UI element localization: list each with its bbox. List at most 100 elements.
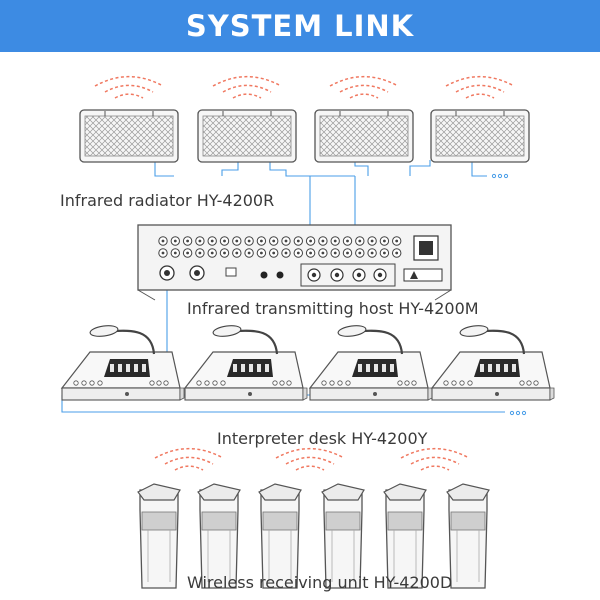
radiator-grille xyxy=(202,115,292,157)
desk-button xyxy=(212,380,218,386)
desk-button xyxy=(89,380,95,386)
infrared-radiator xyxy=(430,76,530,163)
desk-button xyxy=(286,380,292,386)
jack-icon xyxy=(260,271,268,279)
port-pin xyxy=(186,251,190,255)
receiver-body xyxy=(448,489,488,589)
signal-wave-icon xyxy=(275,448,345,471)
desk-front xyxy=(61,387,181,401)
receiver-clip xyxy=(197,483,241,501)
desk-front xyxy=(431,387,551,401)
host-edge xyxy=(137,289,156,301)
desk-led xyxy=(495,392,499,396)
bnc-output-pin xyxy=(377,272,383,278)
lcd-segment xyxy=(390,364,394,372)
port-pin xyxy=(370,251,374,255)
knob-center xyxy=(164,270,170,276)
desk-button xyxy=(272,380,278,386)
microphone-gooseneck xyxy=(361,329,404,355)
lcd-segment xyxy=(358,364,362,372)
microphone-gooseneck xyxy=(236,329,279,355)
port-pin xyxy=(296,239,300,243)
radiator-group xyxy=(79,76,530,163)
port-pin xyxy=(309,239,312,243)
knob-center xyxy=(194,270,200,276)
desk-button xyxy=(97,380,103,386)
receiver-clip xyxy=(321,483,365,501)
desk-button xyxy=(533,380,539,386)
lcd-segment xyxy=(480,364,484,372)
radiator-grille xyxy=(435,115,525,157)
cable-end-dot xyxy=(515,410,521,416)
lcd-segment xyxy=(265,364,269,372)
connection-line xyxy=(154,160,174,177)
lcd-segment xyxy=(233,364,237,372)
port-pin xyxy=(235,251,239,255)
port-pin xyxy=(358,251,362,255)
lcd-segment xyxy=(374,364,378,372)
desk-front xyxy=(309,387,429,401)
desk-button xyxy=(526,380,532,386)
lcd-segment xyxy=(118,364,122,372)
receiver-band xyxy=(262,511,298,531)
page-title: SYSTEM LINK xyxy=(185,9,415,43)
port-pin xyxy=(173,239,177,243)
microphone-gooseneck xyxy=(113,329,156,355)
desk-button xyxy=(404,380,410,386)
desk-led xyxy=(125,392,129,396)
signal-wave-icon xyxy=(154,448,224,471)
jack-icon xyxy=(276,271,284,279)
lcd-segment xyxy=(504,364,508,372)
desk-button xyxy=(163,380,169,386)
desk-button xyxy=(204,380,210,386)
port-pin xyxy=(161,251,165,255)
radiator-grille xyxy=(319,115,409,157)
desk-button xyxy=(279,380,285,386)
lcd-segment xyxy=(126,364,130,372)
wireless-receiver xyxy=(258,448,345,589)
signal-wave-icon xyxy=(400,448,470,471)
infrared-radiator xyxy=(314,76,414,163)
desk-button xyxy=(321,380,327,386)
receiver-clip xyxy=(137,483,181,501)
port-pin xyxy=(223,251,226,255)
desk-button xyxy=(156,380,162,386)
receiver-band xyxy=(450,511,486,531)
bnc-output-pin xyxy=(356,272,362,278)
desk-button xyxy=(397,380,403,386)
connection-line xyxy=(471,160,487,177)
microphone-head-icon xyxy=(459,325,489,337)
host-edge xyxy=(434,289,452,301)
wireless-receiver xyxy=(197,483,241,589)
wireless-receiver xyxy=(446,483,490,589)
port-pin xyxy=(210,239,214,243)
microphone-head-icon xyxy=(337,325,367,337)
wireless-receiver xyxy=(137,448,224,589)
desk-button xyxy=(149,380,155,386)
port-pin xyxy=(383,239,386,243)
desk-button xyxy=(220,380,226,386)
desk-side xyxy=(179,387,185,401)
rating-plate xyxy=(403,268,443,282)
microphone-gooseneck xyxy=(483,329,526,355)
warning-icon xyxy=(410,271,418,279)
bnc-output-pin xyxy=(311,272,317,278)
port-pin xyxy=(284,239,288,243)
power-socket-inner xyxy=(419,241,433,255)
desk-side xyxy=(302,387,308,401)
desk-front xyxy=(184,387,304,401)
desk-button xyxy=(451,380,457,386)
desk-button xyxy=(345,380,351,386)
connection-line xyxy=(409,160,431,176)
cable-end-dot xyxy=(521,410,527,416)
receiver-band xyxy=(201,511,237,531)
port-pin xyxy=(333,251,337,255)
lcd-segment xyxy=(257,364,261,372)
port-pin xyxy=(284,251,288,255)
receiver-band xyxy=(387,511,423,531)
port-pin xyxy=(247,251,251,255)
wireless-receiver xyxy=(383,448,470,589)
switch-icon xyxy=(225,267,237,277)
port-pin xyxy=(321,251,325,255)
desk-button xyxy=(337,380,343,386)
